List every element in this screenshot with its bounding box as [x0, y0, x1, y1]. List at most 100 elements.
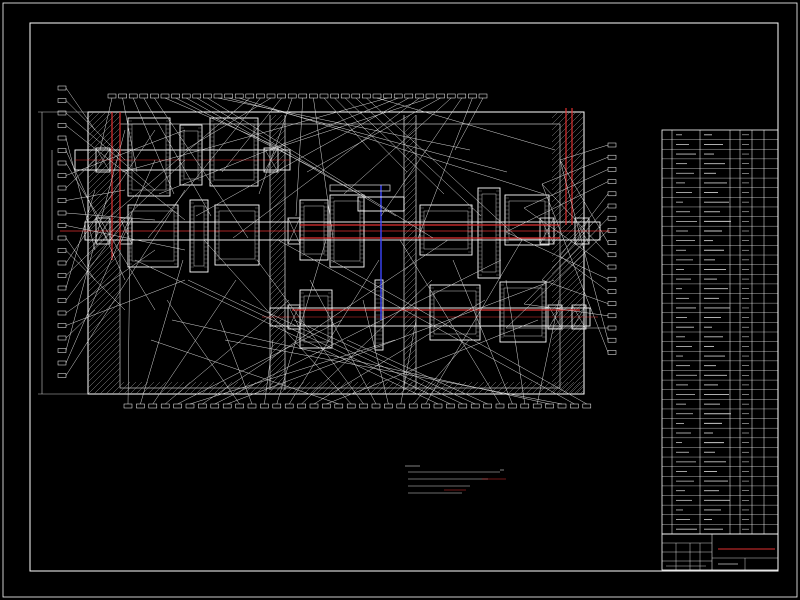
balloon-marker — [607, 276, 617, 282]
hatch-line — [551, 175, 585, 209]
hatch-line — [573, 383, 585, 395]
hatch-line — [213, 381, 227, 395]
hatch-line — [282, 387, 286, 391]
balloon-marker — [322, 403, 331, 409]
bearing — [95, 217, 111, 245]
hatch-line — [297, 381, 311, 395]
hatch-line — [403, 216, 417, 230]
balloon-marker — [309, 403, 319, 409]
hatch-line — [269, 201, 286, 218]
balloon-marker — [222, 403, 232, 409]
leader-line — [326, 319, 539, 405]
balloon-marker — [334, 403, 344, 409]
leader-line — [264, 339, 274, 405]
leader-line — [346, 339, 488, 405]
balloon-marker — [421, 403, 430, 409]
balloon-marker — [57, 173, 67, 178]
balloon-marker — [446, 403, 455, 409]
hatch-line — [87, 289, 121, 323]
balloon-marker — [607, 167, 617, 172]
hatch-line — [87, 301, 121, 335]
hatch-line — [403, 132, 417, 146]
hatch-line — [525, 381, 539, 395]
leader-line — [99, 97, 113, 151]
balloon-marker — [297, 403, 306, 409]
gear-hub — [423, 210, 469, 250]
hatch-line — [269, 285, 286, 302]
gear-hub — [218, 210, 256, 260]
balloon-marker — [383, 93, 392, 99]
hatch-line — [453, 381, 467, 395]
leader-line — [65, 219, 126, 301]
balloon-marker — [457, 93, 467, 99]
hatch-line — [551, 187, 585, 221]
balloon-marker — [181, 93, 191, 99]
hatch-line — [195, 381, 209, 395]
hatch-line — [87, 343, 121, 377]
leader-line — [232, 97, 420, 239]
hatch-line — [551, 181, 585, 215]
balloon-marker — [57, 310, 67, 316]
hatch-line — [123, 381, 137, 395]
leader-line — [203, 239, 352, 405]
leader-line — [65, 125, 186, 221]
balloon-marker — [346, 403, 356, 409]
bearing-race — [547, 304, 563, 330]
balloon-marker — [260, 403, 269, 409]
gear-hub — [213, 123, 255, 181]
balloon-marker — [415, 93, 424, 99]
leader-line — [132, 97, 175, 195]
bearing-race — [95, 217, 111, 245]
hatch-line — [269, 369, 286, 386]
hatch-line — [551, 343, 585, 377]
balloon-marker — [384, 403, 393, 409]
leader-lines — [65, 87, 609, 405]
hatch-line — [551, 169, 585, 203]
hatch-line — [303, 381, 317, 395]
hatch-line — [441, 381, 455, 395]
hatch-line — [403, 156, 417, 170]
hatch-line — [393, 381, 407, 395]
hatch-line — [321, 381, 335, 395]
hatch-line — [403, 282, 417, 296]
hatch-line — [269, 243, 286, 260]
balloon-marker — [171, 93, 180, 99]
balloon-marker — [468, 93, 477, 99]
hatch-line — [501, 381, 515, 395]
hatch-line — [87, 349, 121, 383]
hatch-line — [269, 183, 286, 200]
shift-fork — [357, 196, 405, 212]
gear-body — [214, 204, 260, 266]
leader-line — [65, 249, 156, 314]
hatch-line — [561, 381, 575, 395]
hatch-line — [369, 381, 383, 395]
leader-line — [417, 97, 473, 239]
leader-line — [355, 97, 482, 217]
balloon-marker — [393, 93, 403, 99]
hatch-line — [269, 363, 286, 380]
hatch-line — [551, 325, 585, 359]
leader-line — [217, 97, 471, 151]
balloon-marker — [57, 110, 67, 116]
hatch-line — [551, 319, 585, 353]
balloon-marker — [309, 93, 318, 99]
hatch-line — [531, 381, 545, 395]
balloon-marker — [570, 403, 579, 409]
dimension-lines-left — [38, 111, 88, 395]
leader-line — [65, 212, 156, 221]
balloon-marker — [607, 313, 617, 319]
hatch-line — [269, 177, 286, 194]
gear-body — [179, 124, 203, 186]
hatch-line — [489, 381, 503, 395]
hatch-line — [315, 381, 329, 395]
leader-line — [186, 97, 360, 195]
hatch-line — [249, 381, 263, 395]
hatch-line — [403, 252, 417, 266]
leader-line — [400, 319, 417, 405]
balloon-marker — [247, 403, 257, 409]
leader-line — [189, 339, 396, 405]
hatch-line — [269, 297, 286, 314]
bearing-cross — [287, 304, 301, 330]
leader-line — [523, 303, 609, 317]
hatch-line — [237, 381, 251, 395]
